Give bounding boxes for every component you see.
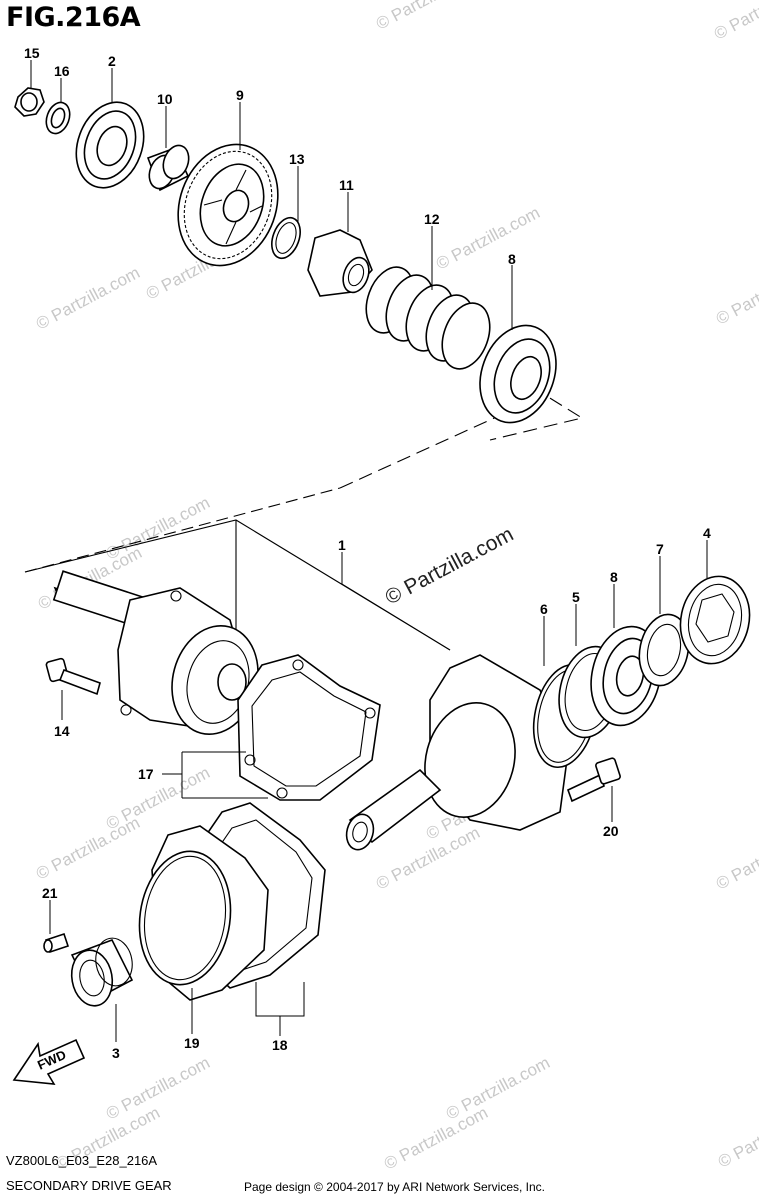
fwd-arrow-icon: FWD — [12, 1038, 86, 1085]
part-19-o-ring[interactable] — [131, 845, 239, 990]
watermark: © Partzilla.com — [433, 203, 543, 274]
watermark: © Partzilla.com — [373, 0, 483, 34]
callout-13[interactable]: 13 — [289, 151, 305, 167]
callout-20[interactable]: 20 — [603, 823, 619, 839]
callout-6[interactable]: 6 — [540, 601, 548, 617]
part-11-cam[interactable] — [307, 229, 373, 297]
watermark: © Partzilla.com — [33, 263, 143, 334]
copyright-text: Page design © 2004-2017 by ARI Network S… — [244, 1180, 546, 1194]
part-3-needle-bearing[interactable] — [67, 935, 135, 1009]
assembly-outline — [24, 394, 584, 651]
callout-4[interactable]: 4 — [703, 525, 711, 541]
part-15-nut[interactable] — [14, 87, 45, 117]
callout-7[interactable]: 7 — [656, 541, 664, 557]
callout-8-lower[interactable]: 8 — [610, 569, 618, 585]
figure-code: VZ800L6_E03_E28_216A — [6, 1153, 158, 1168]
watermark: © Partzilla.com — [381, 1103, 491, 1174]
watermark: © Partzilla.com — [103, 493, 213, 564]
callout-17[interactable]: 17 — [138, 766, 154, 782]
part-17-gaskets[interactable] — [237, 654, 381, 801]
watermark: © Partzilla.com — [715, 1101, 759, 1172]
part-12-spring[interactable] — [358, 261, 499, 376]
watermark: © Partzilla.com — [713, 258, 759, 329]
callout-16[interactable]: 16 — [54, 63, 70, 79]
callout-18[interactable]: 18 — [272, 1037, 288, 1053]
part-14-bolt[interactable] — [45, 657, 101, 696]
callout-2[interactable]: 2 — [108, 53, 116, 69]
part-20-bolt[interactable] — [566, 757, 621, 803]
callout-1[interactable]: 1 — [338, 537, 346, 553]
part-1-housing[interactable] — [343, 654, 569, 853]
part-7-oil-seal[interactable] — [633, 610, 695, 690]
callout-9[interactable]: 9 — [236, 87, 244, 103]
figure-name: SECONDARY DRIVE GEAR — [6, 1178, 172, 1193]
watermark: © Partzilla.com — [711, 0, 759, 44]
callout-21[interactable]: 21 — [42, 885, 58, 901]
callout-11[interactable]: 11 — [339, 177, 354, 193]
figure-title: FIG.216A — [6, 2, 141, 33]
part-8-bearing-upper[interactable] — [467, 315, 569, 434]
part-2-bearing[interactable] — [65, 93, 155, 198]
watermarks: © Partzilla.com © Partzilla.com © Partzi… — [33, 0, 759, 1174]
callouts: 15 16 2 10 9 13 11 12 8 1 6 5 8 7 4 14 1… — [24, 45, 711, 1061]
part-1-drive-gear-assy[interactable] — [52, 570, 270, 744]
part-16-washer[interactable] — [42, 99, 74, 137]
callout-14[interactable]: 14 — [54, 723, 70, 739]
callout-19[interactable]: 19 — [184, 1035, 200, 1051]
callout-10[interactable]: 10 — [157, 91, 173, 107]
callout-3[interactable]: 3 — [112, 1045, 120, 1061]
leader-lines — [30, 60, 708, 1042]
watermark: © Partzilla.com — [713, 823, 759, 894]
part-21-dowel-pin[interactable] — [43, 932, 70, 954]
callout-12[interactable]: 12 — [424, 211, 440, 227]
callout-15[interactable]: 15 — [24, 45, 40, 61]
callout-8-upper[interactable]: 8 — [508, 251, 516, 267]
part-9-driven-gear[interactable] — [162, 130, 295, 279]
watermark-center: © Partzilla.com — [382, 523, 518, 610]
watermark: © Partzilla.com — [443, 1053, 553, 1124]
part-13-circlip[interactable] — [267, 214, 306, 262]
callout-5[interactable]: 5 — [572, 589, 580, 605]
part-4-bearing-retainer[interactable] — [673, 570, 758, 670]
